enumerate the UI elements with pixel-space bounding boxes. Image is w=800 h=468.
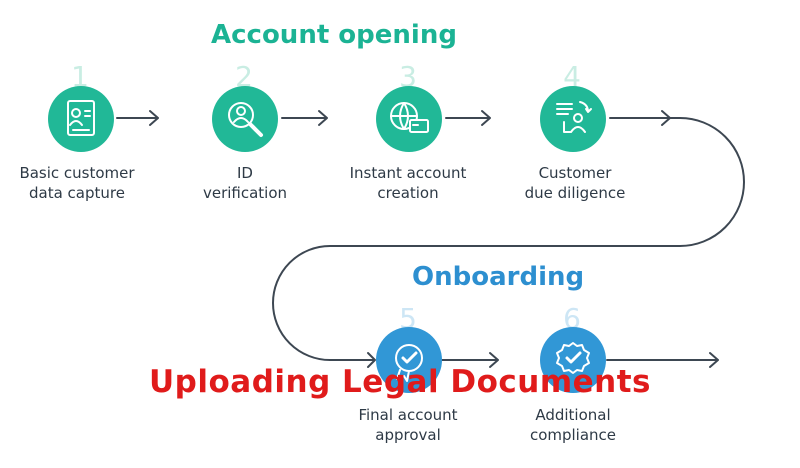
return-curve: [272, 117, 745, 361]
step-5-number: 5: [399, 302, 417, 335]
customer-card-icon: [67, 100, 95, 136]
step-2-number: 2: [235, 60, 253, 93]
connector-5-6: [441, 352, 499, 368]
step-6-circle: [540, 327, 606, 393]
onboarding-heading: Onboarding: [412, 262, 585, 292]
overlay-title: Uploading Legal Documents: [148, 364, 652, 400]
step-4-number: 4: [563, 60, 581, 93]
document-user-icon: [556, 101, 592, 133]
step-3-circle: [376, 86, 442, 152]
step-3-label: Instant account creation: [349, 164, 467, 202]
step-5-label: Final account approval: [358, 406, 458, 444]
connector-2-3: [281, 110, 328, 126]
step-1-circle: [48, 86, 114, 152]
step-2-label: ID verification: [202, 164, 288, 202]
step-3-number: 3: [399, 60, 417, 93]
check-seal-icon: [556, 342, 590, 374]
check-badge-icon: [395, 344, 423, 382]
step-6-number: 6: [563, 302, 581, 335]
connector-return-5: [329, 352, 376, 368]
globe-card-icon: [390, 102, 429, 133]
step-1-number: 1: [71, 60, 89, 93]
step-4-circle: [540, 86, 606, 152]
account-opening-heading: Account opening: [211, 20, 457, 50]
step-6-label: Additional compliance: [529, 406, 617, 444]
step-1-label: Basic customer data capture: [19, 164, 135, 202]
step-5-circle: [376, 327, 442, 393]
connector-3-4: [445, 110, 491, 126]
step-2-circle: [212, 86, 278, 152]
magnifier-user-icon: [228, 102, 263, 137]
connector-6-end: [606, 352, 719, 368]
step-4-label: Customer due diligence: [524, 164, 626, 202]
connector-4-return: [609, 110, 671, 126]
connector-1-2: [116, 110, 159, 126]
